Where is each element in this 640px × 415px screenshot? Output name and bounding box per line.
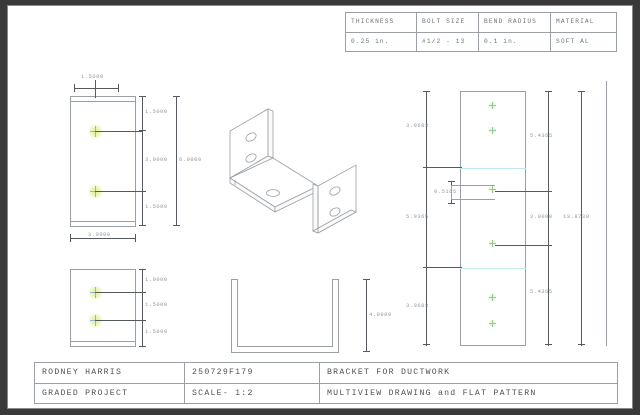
front-view: 1.5000 1.5000 3.0000 1.5000 6.0000 3.000… <box>48 66 228 242</box>
flat-hole-3 <box>488 185 497 194</box>
flat-hole-4 <box>488 239 497 248</box>
dim-flat-upper-right: 5.4365 <box>530 133 553 139</box>
spec-value-bolt-size: #1/2 - 13 <box>422 38 466 45</box>
title-block-sheet-title: MULTIVIEW DRAWING and FLAT PATTERN <box>327 389 537 398</box>
dim-flat-left-overall: 5.9365 <box>406 214 429 220</box>
spec-header-material: MATERIAL <box>556 18 595 25</box>
spec-value-material: SOFT AL <box>556 38 590 45</box>
spec-header-bend-radius: BEND RADIUS <box>484 18 537 25</box>
title-block-project: GRADED PROJECT <box>42 389 129 398</box>
dim-flat-top-segment: 3.9683 <box>406 123 429 129</box>
drawing-paper: THICKNESS BOLT SIZE BEND RADIUS MATERIAL… <box>8 6 632 408</box>
dim-top-to-hole: 1.0000 <box>145 277 168 283</box>
spec-table: THICKNESS BOLT SIZE BEND RADIUS MATERIAL… <box>345 12 617 52</box>
dim-flat-overall: 13.8730 <box>563 214 590 220</box>
dim-front-hole-offset-x: 1.5000 <box>81 74 104 80</box>
flat-hole-5 <box>488 293 497 302</box>
dim-front-top-to-hole: 1.5000 <box>145 109 168 115</box>
dim-flat-center: 3.0000 <box>530 214 553 220</box>
spec-value-bend-radius: 0.1 in. <box>484 38 518 45</box>
isometric-view <box>218 81 388 256</box>
flat-pattern-view: 3.9683 5.9365 3.9683 0.5165 5.4365 3.000… <box>403 81 628 346</box>
spec-header-thickness: THICKNESS <box>351 18 395 25</box>
flat-hole-6 <box>488 319 497 328</box>
bend-line-upper <box>460 168 526 169</box>
isometric-bracket-svg <box>229 108 357 234</box>
flat-hole-2 <box>488 126 497 135</box>
dim-front-hole-to-hole: 3.0000 <box>145 157 168 163</box>
dim-side-height: 4.0000 <box>369 312 392 318</box>
dim-flat-bot-segment: 3.9683 <box>406 303 429 309</box>
dim-front-overall-width: 3.0000 <box>88 232 111 238</box>
flat-hole-1 <box>488 101 497 110</box>
spec-header-bolt-size: BOLT SIZE <box>422 18 466 25</box>
dim-front-hole-to-bot: 1.5000 <box>145 204 168 210</box>
dim-flat-lower-right: 5.4365 <box>530 289 553 295</box>
title-block-name: RODNEY HARRIS <box>42 368 123 377</box>
top-view: 1.0000 1.5000 1.5000 <box>48 261 228 361</box>
dim-top-hole-to-bot: 1.5000 <box>145 329 168 335</box>
dim-front-overall-height: 6.0000 <box>179 157 202 163</box>
title-block-scale: SCALE- 1:2 <box>192 389 254 398</box>
bend-line-lower <box>460 268 526 269</box>
spec-value-thickness: 0.25 in. <box>351 38 390 45</box>
title-block-description: BRACKET FOR DUCTWORK <box>327 368 451 377</box>
side-view-u-channel: 4.0000 <box>218 261 398 361</box>
dim-top-hole-to-hole: 1.5000 <box>145 302 168 308</box>
dim-flat-small: 0.5165 <box>434 189 457 195</box>
title-block: RODNEY HARRIS GRADED PROJECT 250729F179 … <box>34 362 618 404</box>
title-block-number: 250729F179 <box>192 368 254 377</box>
